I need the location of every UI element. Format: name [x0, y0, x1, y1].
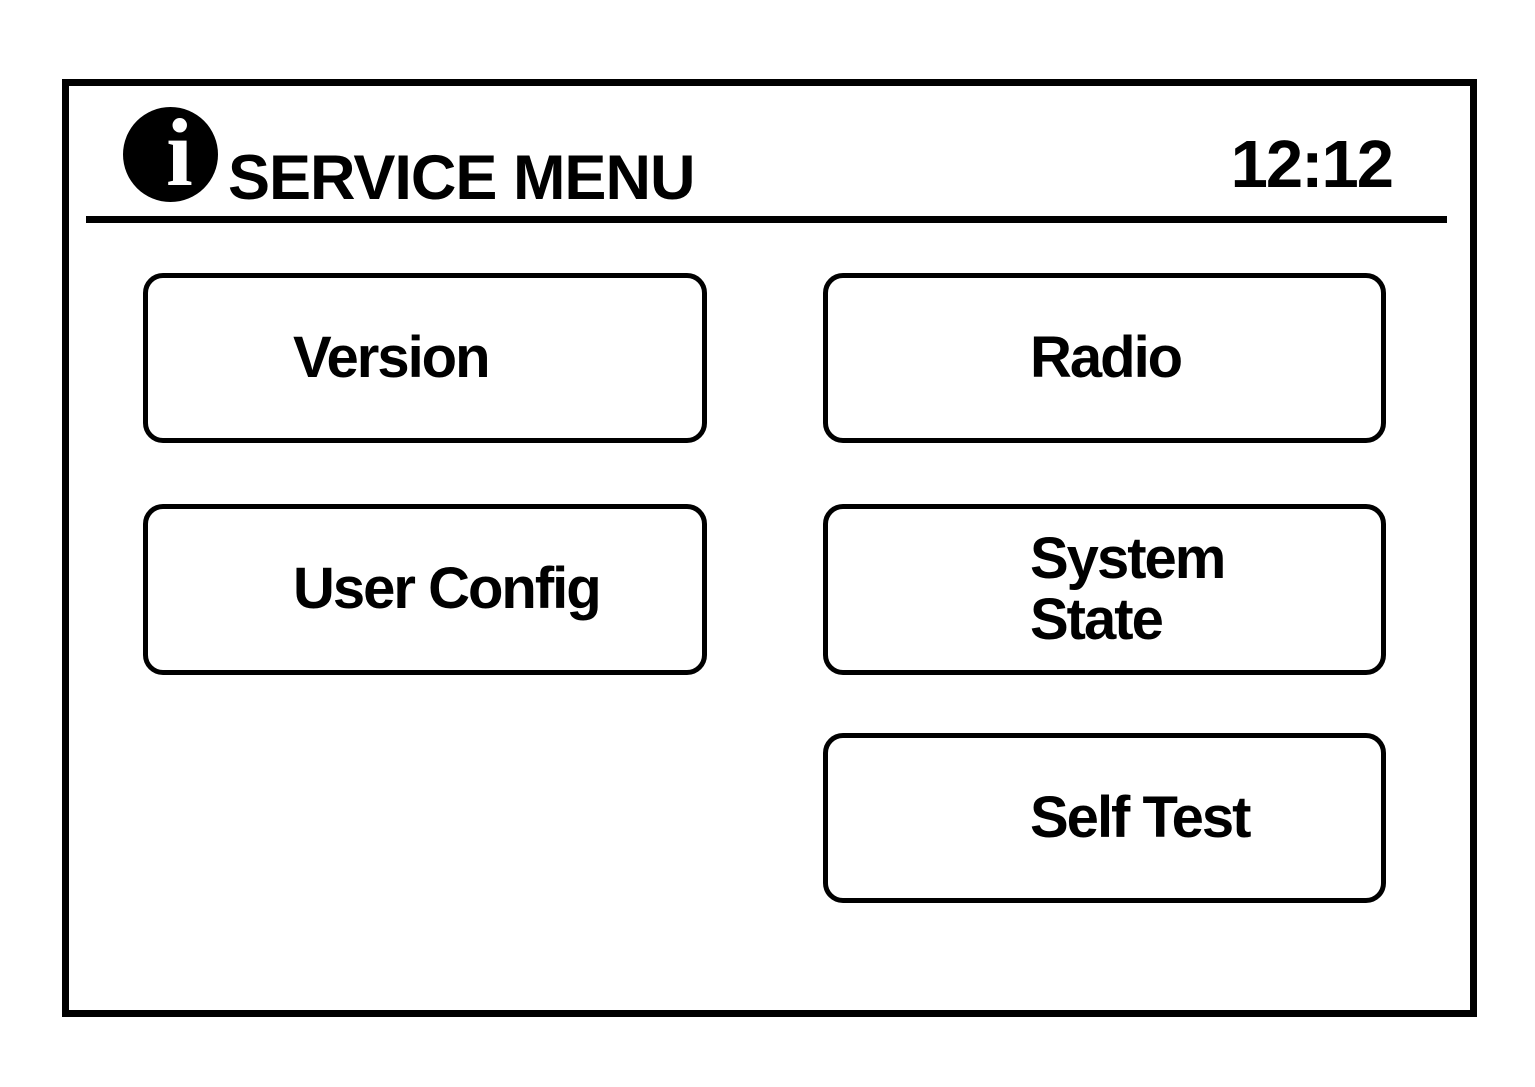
service-menu-panel: i SERVICE MENU 12:12 Version Radio User … [62, 79, 1477, 1017]
user-config-button[interactable]: User Config [143, 504, 707, 675]
system-state-button[interactable]: System State [823, 504, 1386, 675]
page-title: SERVICE MENU [228, 143, 695, 213]
radio-button[interactable]: Radio [823, 273, 1386, 443]
self-test-button[interactable]: Self Test [823, 733, 1386, 903]
system-state-button-label: System State [1030, 525, 1226, 652]
version-button[interactable]: Version [143, 273, 707, 443]
info-icon-glyph: i [166, 98, 193, 206]
info-icon: i [123, 98, 218, 206]
clock-display: 12:12 [1230, 127, 1394, 202]
self-test-button-label: Self Test [1030, 784, 1251, 850]
header-divider [86, 216, 1447, 223]
version-button-label: Version [293, 324, 491, 390]
user-config-button-label: User Config [293, 556, 602, 622]
radio-button-label: Radio [1030, 324, 1183, 390]
